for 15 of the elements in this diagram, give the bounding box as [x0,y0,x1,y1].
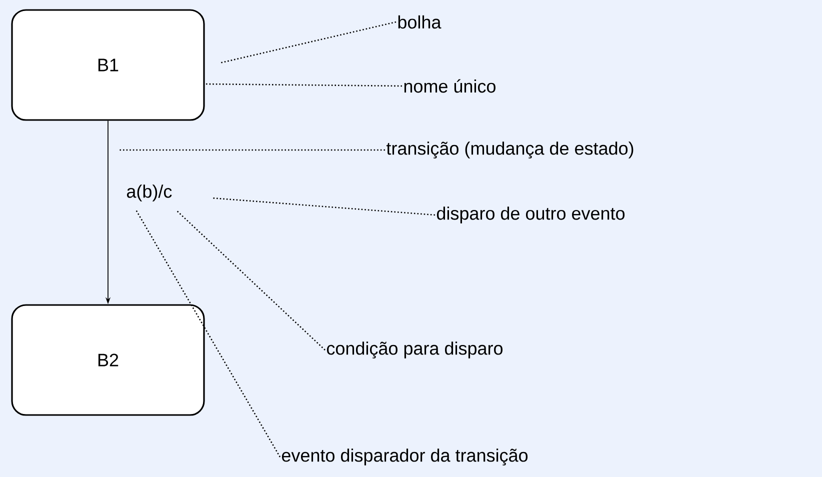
leader-line [176,210,326,350]
annotation-text: condição para disparo [326,342,503,358]
annotation-text: transição (mudança de estado) [386,142,634,158]
annotation-text: disparo de outro evento [436,206,625,224]
edge-label: a(b)/c [126,184,172,202]
leader-line [204,83,402,87]
leader-line [118,149,385,151]
state-box: B1 [11,9,205,121]
annotation-text: bolha [398,15,442,29]
annotation-text: evento disparador da transição [282,448,528,466]
annotation-text: nome único [404,79,496,93]
state-box: B2 [11,304,205,416]
leader-line [135,210,281,458]
leader-line [212,197,436,216]
leader-line [220,21,396,64]
